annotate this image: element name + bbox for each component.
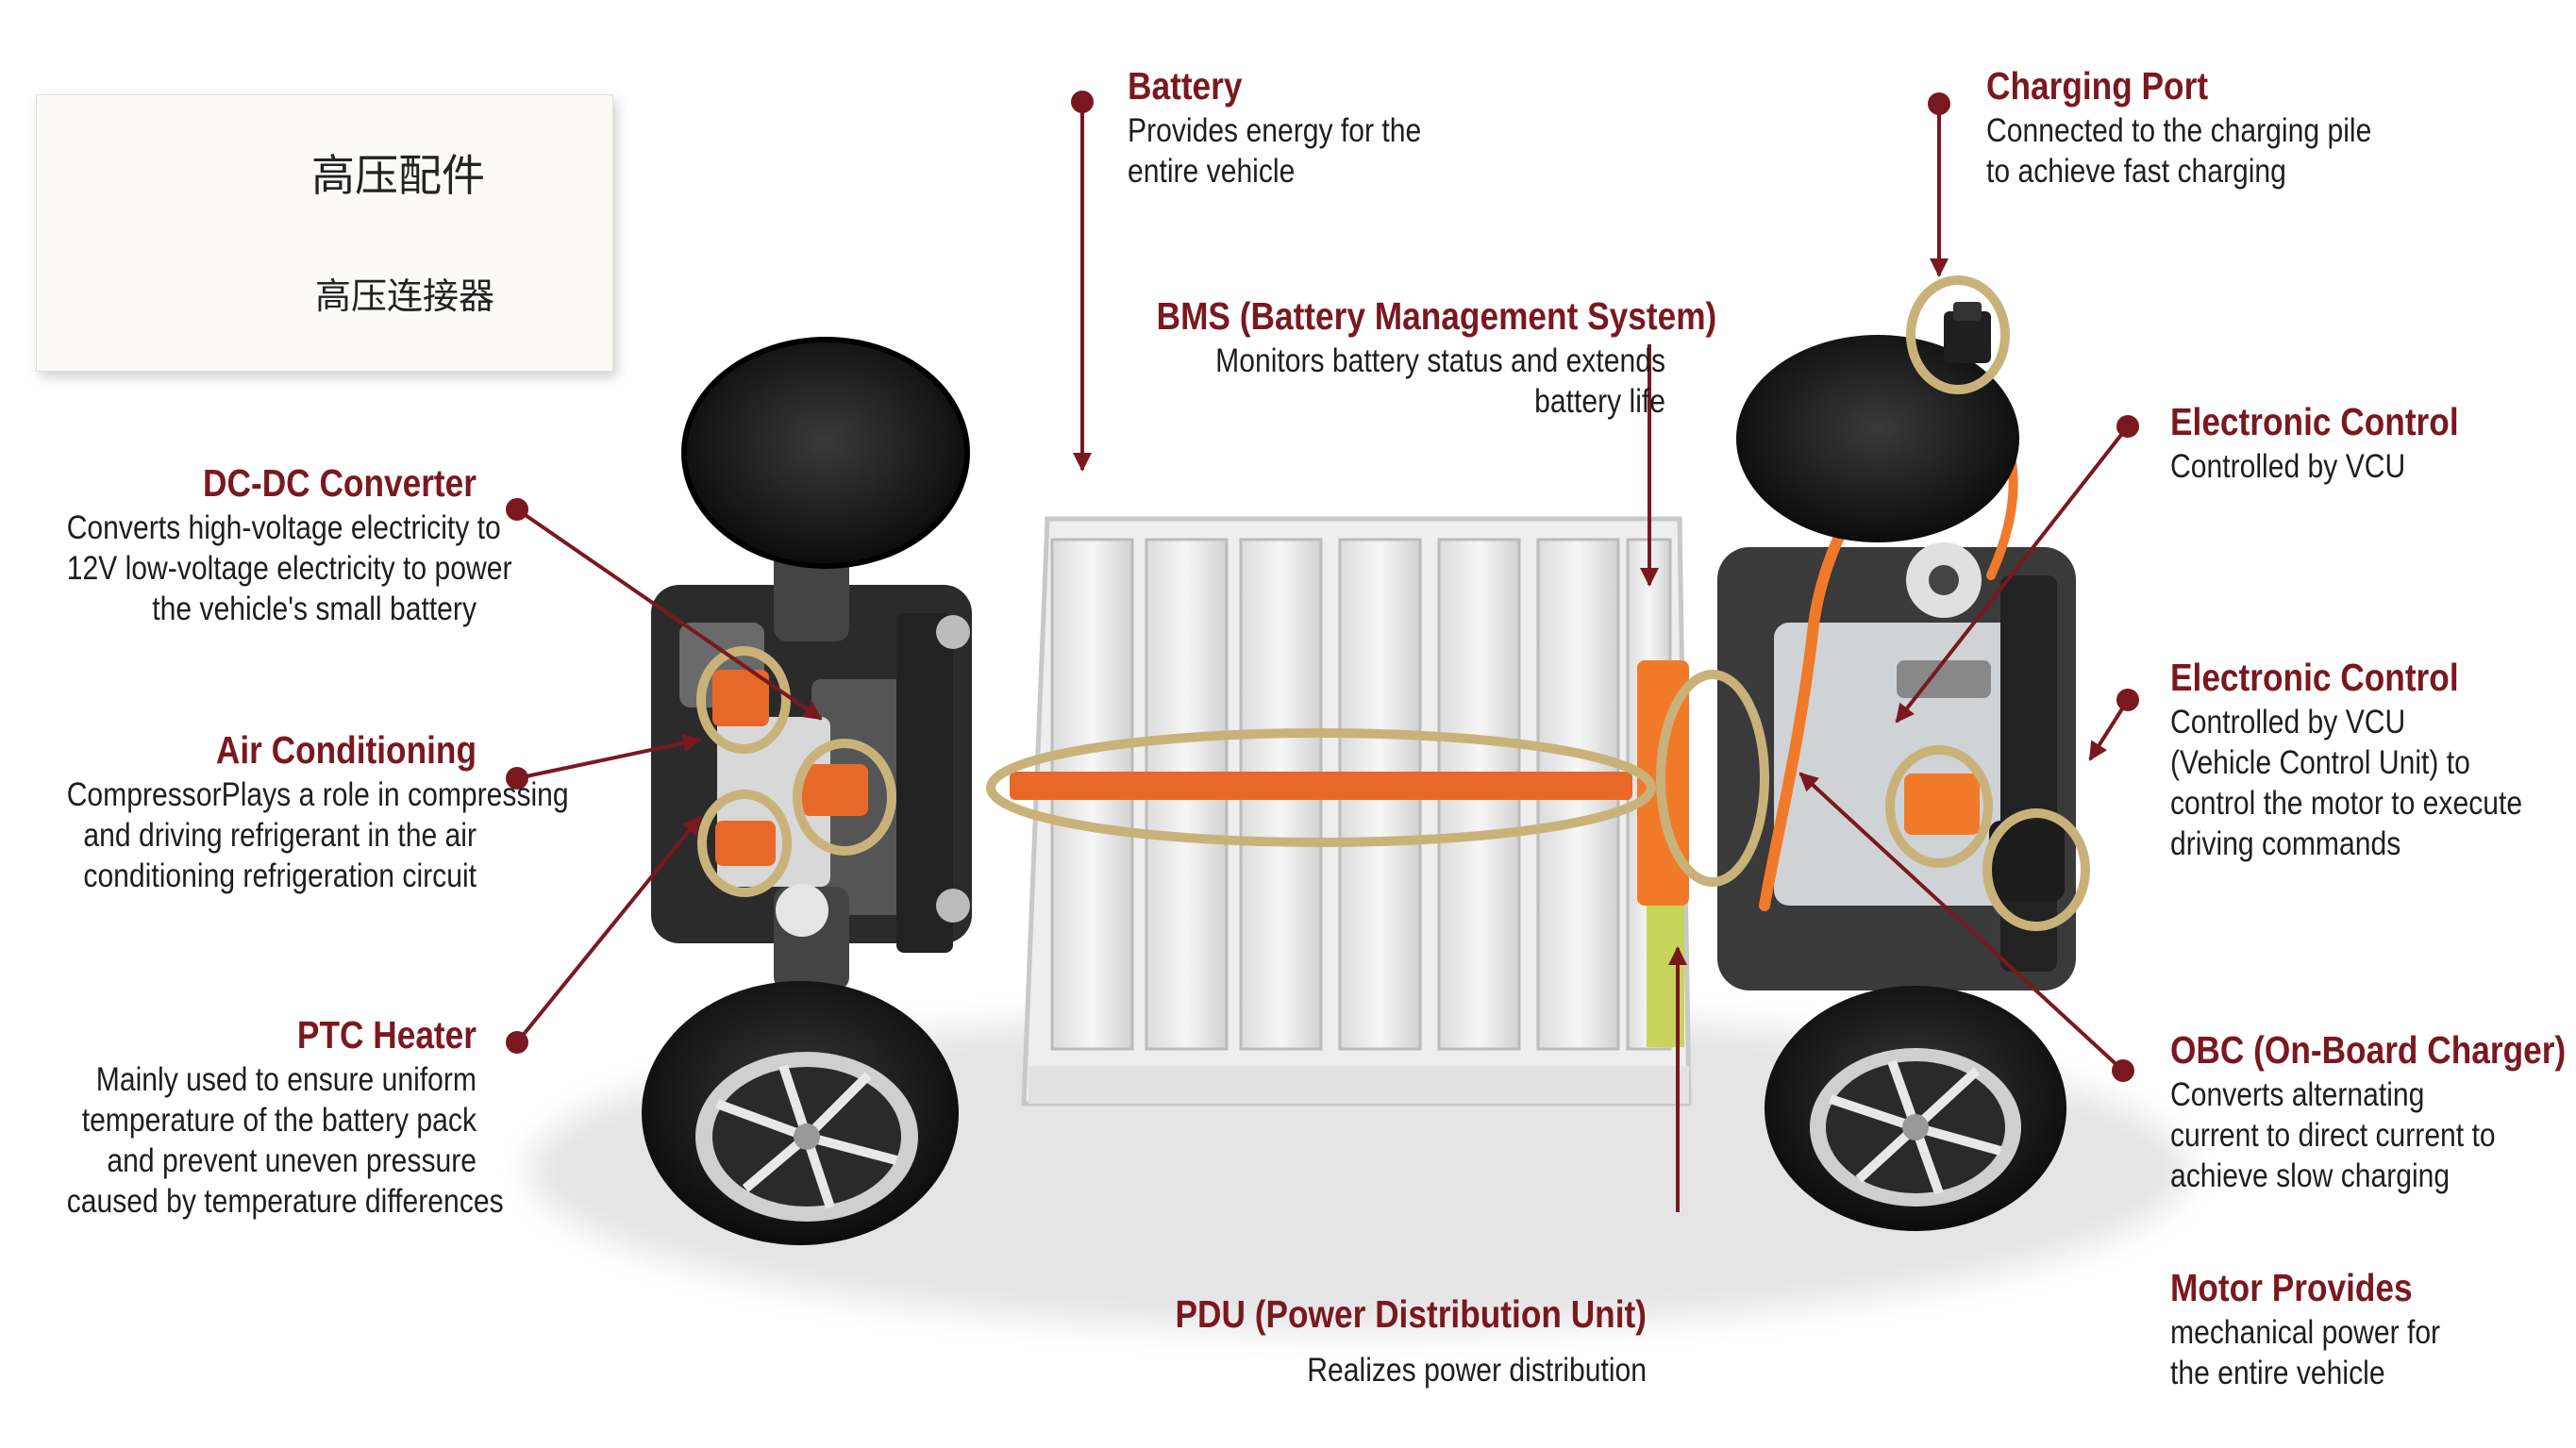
callout-pdu-title: PDU (Power Distribution Unit) — [1123, 1290, 1647, 1339]
callout-charging-port-desc-1: Connected to the charging pile — [1986, 110, 2371, 151]
callout-electronic-control-1-desc-1: Controlled by VCU — [2170, 446, 2459, 487]
front-right-wheel — [642, 981, 959, 1245]
callout-electronic-control-1-title: Electronic Control — [2170, 398, 2459, 446]
callout-obc-desc-2: current to direct current to — [2170, 1115, 2566, 1156]
callout-motor-title: Motor Provides — [2170, 1264, 2440, 1312]
callout-pdu: PDU (Power Distribution Unit) Realizes p… — [1038, 1290, 1647, 1390]
callout-motor-desc-2: the entire vehicle — [2170, 1353, 2440, 1393]
callout-bms-desc-2: battery life — [1195, 381, 1665, 422]
callout-electronic-control-2-desc-4: driving commands — [2170, 824, 2522, 864]
callout-electronic-control-2-desc-2: (Vehicle Control Unit) to — [2170, 742, 2522, 783]
callout-ptc-desc-2: temperature of the battery pack — [67, 1100, 477, 1140]
callout-dcdc-desc-1: Converts high-voltage electricity to — [67, 508, 477, 548]
hv-busbar — [1010, 772, 1632, 800]
callout-motor-desc-1: mechanical power for — [2170, 1312, 2440, 1353]
callout-battery-desc-2: entire vehicle — [1128, 151, 1421, 191]
callout-bms-desc-1: Monitors battery status and extends — [1195, 341, 1665, 381]
callout-battery-title: Battery — [1128, 62, 1421, 110]
arrow-electronic-control-2 — [2090, 689, 2139, 759]
callout-bms: BMS (Battery Management System) Monitors… — [1118, 292, 1665, 422]
callout-ptc-desc-4: caused by temperature differences — [67, 1181, 477, 1222]
callout-obc-desc-1: Converts alternating — [2170, 1074, 2566, 1115]
callout-charging-port-desc-2: to achieve fast charging — [1986, 151, 2371, 191]
callout-battery: Battery Provides energy for the entire v… — [1128, 62, 1469, 191]
callout-ptc-desc-1: Mainly used to ensure uniform — [67, 1059, 477, 1100]
callout-obc-desc-3: achieve slow charging — [2170, 1156, 2566, 1196]
legend-box — [36, 94, 613, 372]
callout-air-conditioning: Air Conditioning CompressorPlays a role … — [0, 726, 477, 896]
front-left-tire — [684, 340, 967, 566]
callout-ptc: PTC Heater Mainly used to ensure uniform… — [0, 1011, 477, 1222]
callout-pdu-desc-1: Realizes power distribution — [1123, 1350, 1647, 1390]
callout-dcdc-desc-3: the vehicle's small battery — [67, 589, 477, 629]
callout-electronic-control-1: Electronic Control Controlled by VCU — [2170, 398, 2505, 487]
callout-bms-title: BMS (Battery Management System) — [1157, 292, 1628, 341]
rear-left-tire — [1736, 335, 2019, 542]
callout-battery-desc-1: Provides energy for the — [1128, 110, 1421, 151]
callout-air-conditioning-desc-3: conditioning refrigeration circuit — [67, 856, 477, 896]
callout-dcdc-desc-2: 12V low-voltage electricity to power — [67, 548, 477, 589]
callout-obc-title: OBC (On-Board Charger) — [2170, 1026, 2566, 1074]
battery-pack — [1010, 519, 1689, 1104]
callout-air-conditioning-desc-2: and driving refrigerant in the air — [67, 815, 477, 856]
callout-ptc-desc-3: and prevent uneven pressure — [67, 1140, 477, 1181]
arrow-battery — [1071, 91, 1094, 470]
callout-electronic-control-2-title: Electronic Control — [2170, 654, 2522, 702]
callout-air-conditioning-title: Air Conditioning — [67, 726, 477, 774]
rear-right-wheel — [1765, 986, 2066, 1231]
callout-electronic-control-2: Electronic Control Controlled by VCU (Ve… — [2170, 654, 2576, 864]
legend-label-hv-connector: 高压连接器 — [315, 267, 494, 319]
callout-charging-port: Charging Port Connected to the charging … — [1986, 62, 2434, 191]
callout-obc: OBC (On-Board Charger) Converts alternat… — [2170, 1026, 2576, 1196]
legend-label-hv-accessory: 高压配件 — [311, 141, 485, 204]
charging-port-socket — [1944, 302, 1991, 363]
callout-charging-port-title: Charging Port — [1986, 62, 2371, 110]
callout-air-conditioning-desc-1: CompressorPlays a role in compressing — [67, 774, 477, 815]
callout-electronic-control-2-desc-1: Controlled by VCU — [2170, 702, 2522, 742]
callout-motor: Motor Provides mechanical power for the … — [2170, 1264, 2484, 1393]
callout-ptc-title: PTC Heater — [67, 1011, 477, 1059]
arrow-charging-port — [1928, 92, 1950, 275]
callout-dcdc: DC-DC Converter Converts high-voltage el… — [0, 459, 477, 629]
callout-dcdc-title: DC-DC Converter — [67, 459, 477, 508]
callout-electronic-control-2-desc-3: control the motor to execute — [2170, 783, 2522, 824]
